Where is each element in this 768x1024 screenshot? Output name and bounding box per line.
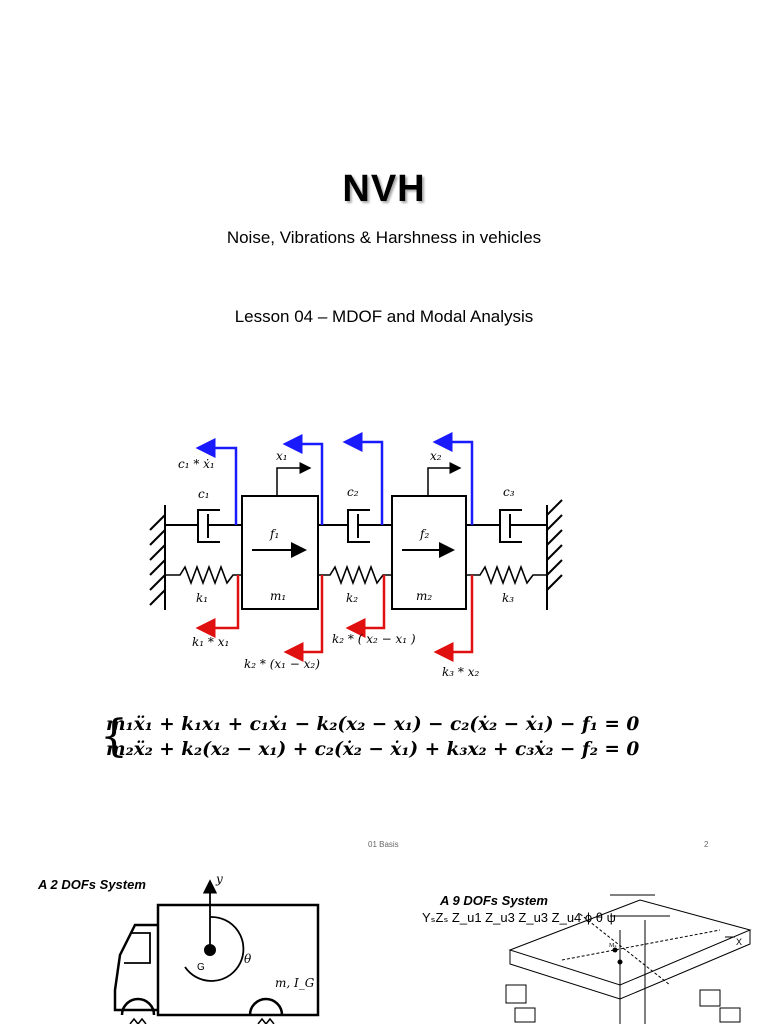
two-dof-caption: A 2 DOFs System	[38, 877, 146, 892]
label-c2: c₂	[347, 485, 359, 499]
svg-text:Mₛ: Mₛ	[609, 943, 617, 949]
body-plate-top	[508, 899, 752, 986]
label-m2: m₂	[416, 589, 432, 603]
damper-force-c2-right	[342, 432, 384, 525]
equation-brace: {	[100, 711, 128, 762]
spring-3	[466, 564, 547, 586]
lesson-title: Lesson 04 – MDOF and Modal Analysis	[234, 307, 534, 326]
truck-label-mass: m, I_G	[275, 976, 315, 990]
equation-2: m₂ẍ₂ + k₂(x₂ − x₁) + c₂(ẋ₂ − ẋ₁) + k₃x₂ …	[106, 739, 640, 760]
footer-label: 01 Basis	[368, 840, 399, 849]
equation-1: m₁ẍ₁ + k₁x₁ + c₁ẋ₁ − k₂(x₂ − x₁) − c₂(ẋ₂…	[106, 714, 640, 735]
truck-cab	[113, 923, 158, 1012]
spring-2	[318, 564, 392, 586]
spring-1	[165, 564, 242, 586]
label-k2: k₂	[346, 591, 358, 605]
truck-drawing: y θ G m, I_G	[113, 875, 320, 1024]
truck-label-g: G	[197, 962, 205, 973]
label-c3: c₃	[503, 485, 515, 499]
spring-force-k2-left	[283, 575, 324, 662]
right-wall	[546, 499, 563, 610]
damper-force-c2-left	[282, 434, 324, 525]
truck-cargo-box	[156, 903, 320, 1017]
label-c1-force: c₁ * ẋ₁	[178, 457, 215, 471]
mass-spring-damper-diagram: c₁ * ẋ₁ x₁ x₂ c₁ c₂ c₃ f₁ f₂ m₁ m₂ k₁ k₂…	[149, 432, 563, 679]
spring-force-k1	[195, 575, 240, 638]
left-wall	[149, 505, 166, 610]
slide-title: NVH	[342, 168, 426, 210]
damper-1	[165, 509, 242, 543]
truck-label-y: y	[215, 875, 223, 886]
label-k3: k₃	[502, 591, 514, 605]
theta-arc	[184, 916, 245, 982]
label-f1: f₁	[269, 527, 279, 541]
front-wheel	[120, 997, 156, 1016]
nine-dof-caption: A 9 DOFs System	[440, 893, 548, 908]
label-k2-force-right: k₂ * ( x₂ − x₁ )	[332, 632, 416, 646]
nine-dof-schematic: X Mₛ	[505, 894, 752, 1024]
label-k2-force-left: k₂ * (x₁ − x₂)	[244, 657, 320, 671]
page-number: 2	[704, 840, 709, 849]
label-k1: k₁	[196, 591, 208, 605]
label-x2: x₂	[430, 449, 442, 463]
label-k3-force: k₃ * x₂	[442, 665, 479, 679]
label-c1: c₁	[198, 487, 210, 501]
label-x1: x₁	[276, 449, 288, 463]
x1-displacement-arrow	[276, 462, 312, 496]
svg-text:X: X	[736, 937, 742, 947]
center-of-gravity	[204, 944, 216, 956]
slide-subtitle: Noise, Vibrations & Harshness in vehicle…	[226, 228, 542, 247]
damper-force-c1	[195, 438, 238, 525]
nine-dof-variables: YₛZₛ Z_u1 Z_u3 Z_u3 Z_u4 ϕ θ ψ	[422, 910, 616, 925]
spring-force-k2-right	[345, 575, 386, 638]
spring-force-k3	[433, 575, 474, 662]
damper-force-c3	[432, 432, 474, 525]
label-f2: f₂	[419, 527, 429, 541]
x2-displacement-arrow	[427, 462, 462, 496]
rear-wheel	[248, 997, 284, 1016]
label-m1: m₁	[270, 589, 286, 603]
equations-of-motion: { m₁ẍ₁ + k₁x₁ + c₁ẋ₁ − k₂(x₂ − x₁) − c₂(…	[100, 712, 660, 762]
damper-3	[466, 509, 547, 543]
label-k1-force: k₁ * x₁	[192, 635, 229, 649]
truck-label-theta: θ	[244, 952, 252, 966]
